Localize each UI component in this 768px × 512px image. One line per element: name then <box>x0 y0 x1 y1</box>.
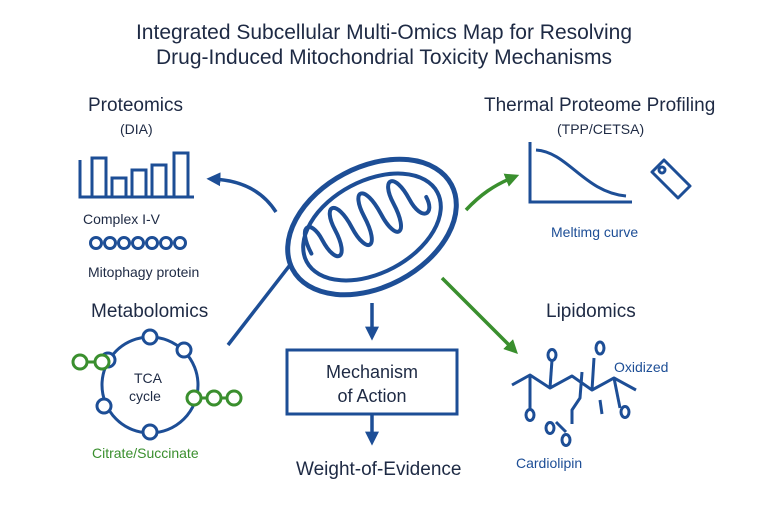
bar-chart-icon <box>78 151 194 199</box>
tag-icon <box>650 158 692 200</box>
tca-label-line-1: TCA <box>134 370 162 386</box>
cardiolipin-label: Cardiolipin <box>516 455 583 471</box>
tpp-method: (TPP/CETSA) <box>557 121 645 137</box>
moa-box <box>285 348 459 416</box>
melting-curve-icon <box>528 142 632 204</box>
arrow-to-tpp <box>464 173 520 212</box>
moa-label-line-1: Mechanism <box>325 362 419 382</box>
proteomics-method: (DIA) <box>120 121 153 137</box>
metabolites-label: Citrate/Succinate <box>92 445 199 461</box>
moa-label-line-2: of Action <box>337 386 407 406</box>
tpp-heading: Thermal Proteome Profiling <box>484 95 716 116</box>
cardiolipin-structure-icon <box>511 340 637 447</box>
mitochondrion-icon <box>285 156 459 298</box>
proteomics-heading: Proteomics <box>88 95 184 116</box>
melting-curve-label: Meltimg curve <box>551 224 639 240</box>
diagram-title-line-1: Integrated Subcellular Multi-Omics Map f… <box>135 21 633 44</box>
weight-of-evidence-label: Weight-of-Evidence <box>296 459 462 480</box>
bead-chain-icon <box>89 236 187 250</box>
arrow-to-proteomics <box>206 172 278 213</box>
metabolomics-heading: Metabolomics <box>91 301 209 322</box>
oxidized-label: Oxidized <box>614 359 669 375</box>
lipidomics-heading: Lipidomics <box>546 301 636 322</box>
mitophagy-label: Mitophagy protein <box>88 264 200 280</box>
complex-label: Complex I-V <box>83 211 161 227</box>
tca-cycle-icon <box>71 328 243 441</box>
diagram-title-line-2: Drug-Induced Mitochondrial Toxicity Mech… <box>156 46 612 69</box>
tca-label-line-2: cycle <box>129 388 161 404</box>
connector-to-metabolomics <box>226 263 292 347</box>
arrow-to-lipidomics <box>440 276 518 354</box>
